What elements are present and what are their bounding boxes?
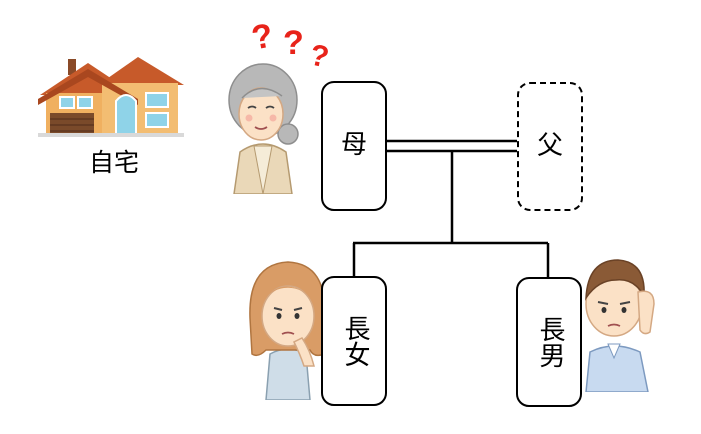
son-box: 長男 xyxy=(516,277,582,407)
father-box: 父 xyxy=(517,82,583,211)
son-illustration xyxy=(585,259,655,392)
mother-box: 母 xyxy=(321,81,387,211)
house-icon xyxy=(38,57,184,137)
daughter-illustration xyxy=(249,261,326,400)
question-mark-2: ? xyxy=(283,24,304,62)
daughter-box: 長女 xyxy=(321,276,387,406)
house-label: 自宅 xyxy=(88,148,139,177)
mother-illustration xyxy=(228,63,299,194)
